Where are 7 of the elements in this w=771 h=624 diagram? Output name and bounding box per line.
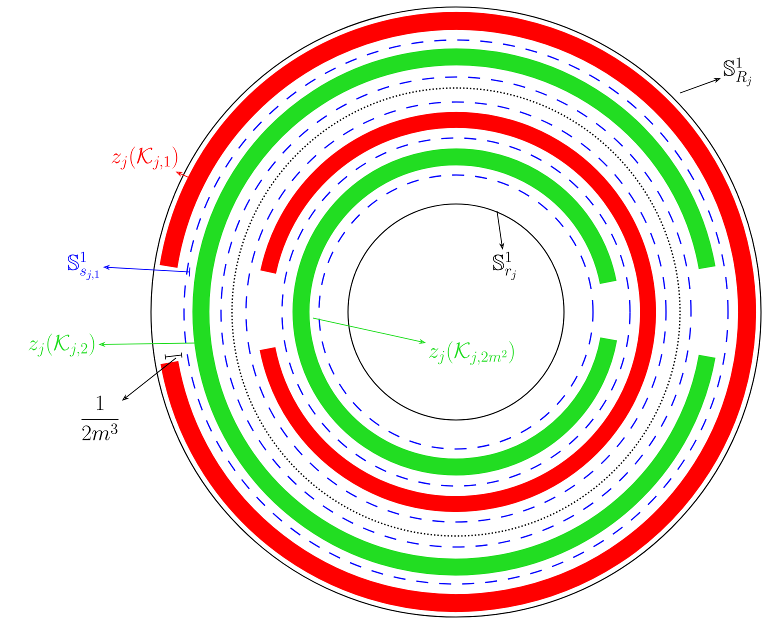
math-label: $\mathbb{S}^1_{R_j}$ [724,57,752,86]
math-label: $z_j(\mathcal{K}_{j,2})$ [28,334,94,357]
math-label: $z_j(\mathcal{K}_{j,1})$ [112,146,178,170]
math-label: $\mathbb{S}^1_{r_j}$ [493,252,516,280]
math-label: $\mathbb{S}^1_{s_{j,1}}$ [68,252,99,280]
math-label: $z_j(\mathcal{K}_{j,2m^2})$ [429,341,514,365]
math-label: $\frac{1}{2m^3}$ [82,396,118,440]
